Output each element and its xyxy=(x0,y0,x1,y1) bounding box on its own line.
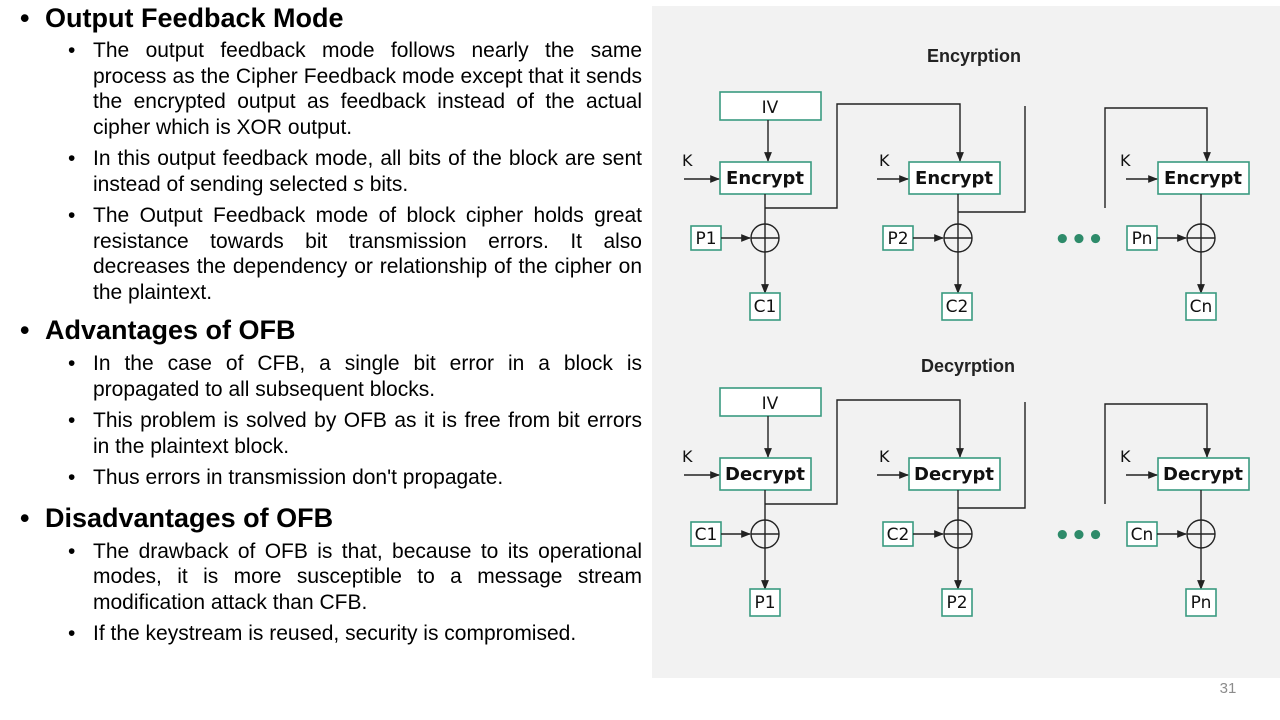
iv-box xyxy=(719,91,822,121)
encryption-title: Encyrption xyxy=(927,46,1021,66)
decrypt-box-2 xyxy=(908,457,1001,491)
bullet-item: The drawback of OFB is that, because to … xyxy=(20,539,642,616)
key-label-2: K xyxy=(879,447,890,466)
decryption-title: Decyrption xyxy=(921,356,1015,376)
key-label-2: K xyxy=(879,151,890,170)
section-disadvantages: Disadvantages of OFB The drawback of OFB… xyxy=(20,501,642,647)
ciphertext-label-2: C2 xyxy=(946,297,969,317)
section-heading: Output Feedback Mode xyxy=(20,1,642,35)
ofb-diagram-panel: Encyrption IV Encrypt K P1 C1 Encrypt xyxy=(652,6,1280,678)
section-heading: Advantages of OFB xyxy=(20,313,642,347)
bullet-item: The Output Feedback mode of block cipher… xyxy=(20,203,642,305)
section-advantages: Advantages of OFB In the case of CFB, a … xyxy=(20,313,642,491)
iv-label: IV xyxy=(762,394,779,414)
decrypt-box-1 xyxy=(719,457,812,491)
ciphertext-label-2: C2 xyxy=(887,525,910,545)
ciphertext-label-1: C1 xyxy=(754,297,777,317)
plaintext-box-n xyxy=(1126,225,1158,251)
ellipsis: ••• xyxy=(1054,225,1104,255)
decrypt-label-1: Decrypt xyxy=(725,464,805,485)
key-label-1: K xyxy=(682,151,693,170)
decrypt-label-n: Decrypt xyxy=(1163,464,1243,485)
bullet-item: In this output feedback mode, all bits o… xyxy=(20,146,642,197)
slide-page-number: 31 xyxy=(1219,680,1237,697)
ciphertext-label-n: Cn xyxy=(1131,525,1154,545)
plaintext-box-2 xyxy=(941,588,973,617)
bullet-item: Thus errors in transmission don't propag… xyxy=(20,465,642,491)
plaintext-box-n xyxy=(1185,588,1217,617)
iv-box xyxy=(719,387,822,417)
ciphertext-label-n: Cn xyxy=(1190,297,1213,317)
encrypt-box-n xyxy=(1157,161,1250,195)
encrypt-label-2: Encrypt xyxy=(915,168,993,189)
ellipsis: ••• xyxy=(1054,521,1104,551)
ciphertext-box-1 xyxy=(690,521,722,547)
section-heading: Disadvantages of OFB xyxy=(20,501,642,535)
key-label-n: K xyxy=(1120,151,1131,170)
bullet-item: The output feedback mode follows nearly … xyxy=(20,38,642,140)
plaintext-label-2: P2 xyxy=(887,229,908,249)
ciphertext-box-2 xyxy=(941,292,973,321)
bullet-item: In the case of CFB, a single bit error i… xyxy=(20,351,642,402)
ciphertext-box-n xyxy=(1126,521,1158,547)
plaintext-box-1 xyxy=(690,225,722,251)
ofb-diagram: Encyrption IV Encrypt K P1 C1 Encrypt xyxy=(682,46,1250,617)
ciphertext-label-1: C1 xyxy=(695,525,718,545)
plaintext-label-1: P1 xyxy=(695,229,716,249)
slide-text-column: Output Feedback Mode The output feedback… xyxy=(20,0,642,653)
plaintext-label-n: Pn xyxy=(1191,593,1212,613)
bullet-list: The output feedback mode follows nearly … xyxy=(20,38,642,305)
encrypt-label-n: Encrypt xyxy=(1164,168,1242,189)
section-output-feedback-mode: Output Feedback Mode The output feedback… xyxy=(20,1,642,305)
bullet-list: The drawback of OFB is that, because to … xyxy=(20,539,642,647)
plaintext-label-n: Pn xyxy=(1132,229,1153,249)
encrypt-box-1 xyxy=(719,161,812,195)
plaintext-label-2: P2 xyxy=(946,593,967,613)
ciphertext-box-2 xyxy=(882,521,914,547)
iv-label: IV xyxy=(762,98,779,118)
decrypt-box-n xyxy=(1157,457,1250,491)
encryption-diagram: Encyrption IV Encrypt K P1 C1 Encrypt xyxy=(682,46,1250,321)
plaintext-label-1: P1 xyxy=(754,593,775,613)
encrypt-box-2 xyxy=(908,161,1001,195)
plaintext-box-1 xyxy=(749,588,781,617)
key-label-n: K xyxy=(1120,447,1131,466)
ciphertext-box-1 xyxy=(749,292,781,321)
bullet-item: This problem is solved by OFB as it is f… xyxy=(20,408,642,459)
bullet-item: If the keystream is reused, security is … xyxy=(20,621,642,647)
decrypt-label-2: Decrypt xyxy=(914,464,994,485)
ciphertext-box-n xyxy=(1185,292,1217,321)
bullet-list: In the case of CFB, a single bit error i… xyxy=(20,351,642,491)
key-label-1: K xyxy=(682,447,693,466)
decryption-diagram: Decyrption IV Decrypt K C1 P1 Decrypt K xyxy=(682,356,1250,617)
encrypt-label-1: Encrypt xyxy=(726,168,804,189)
